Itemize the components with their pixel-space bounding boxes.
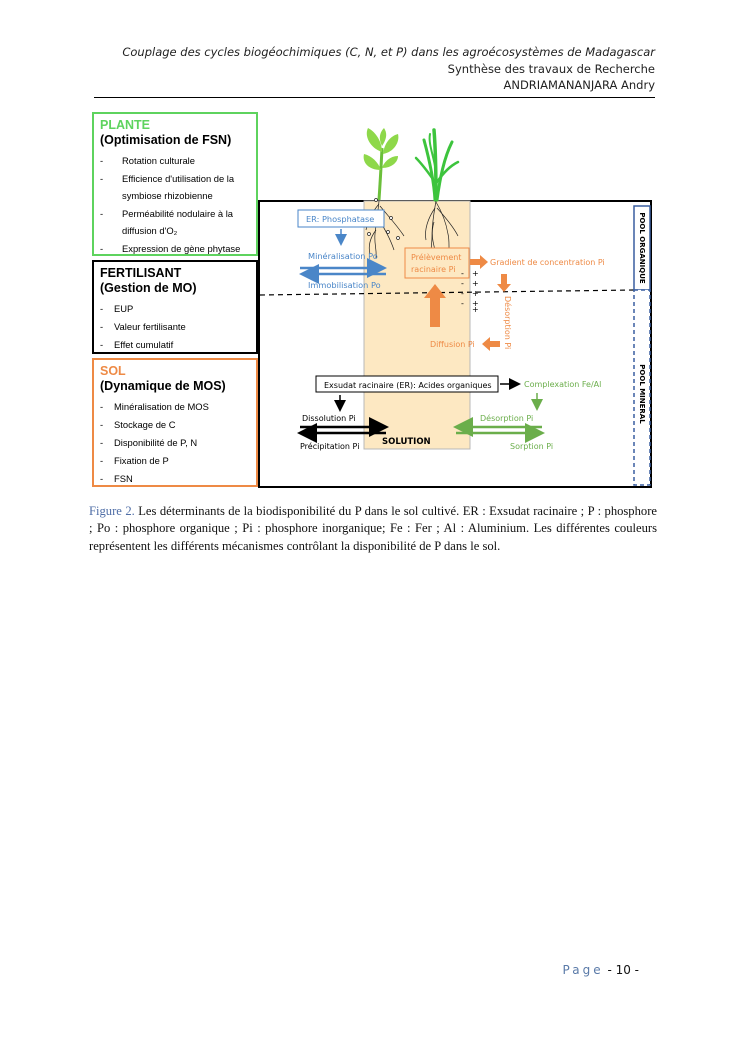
- list-item: -Expression de gène phytase: [100, 242, 241, 254]
- svg-text:+: +: [472, 279, 479, 288]
- diffusion-arrow: [482, 337, 500, 351]
- dissolution-label: Dissolution Pi: [302, 414, 356, 423]
- p-cycle-diagram: POOL ORGANIQUE POOL MINERAL: [258, 128, 652, 488]
- list-item: -Valeur fertilisante: [100, 321, 186, 332]
- running-header: Couplage des cycles biogéochimiques (C, …: [95, 44, 655, 94]
- plante-subtitle: (Optimisation de FSN): [100, 133, 232, 147]
- sol-subtitle: (Dynamique de MOS): [100, 379, 226, 393]
- precipitation-label: Précipitation Pi: [300, 441, 359, 451]
- svg-text:+: +: [472, 289, 479, 298]
- pool-mineral-bar: [633, 289, 651, 486]
- header-author: ANDRIAMANANJARA Andry: [503, 78, 655, 92]
- fertilisant-box: FERTILISANT (Gestion de MO) -EUP -Valeur…: [92, 260, 258, 354]
- pool-mineral-label: POOL MINERAL: [638, 364, 646, 424]
- caption-text: Les déterminants de la biodisponibilité …: [89, 504, 657, 553]
- page-num: - 10 -: [607, 963, 639, 977]
- grass-plant-icon: [414, 128, 460, 202]
- sorption-label: Sorption Pi: [510, 442, 553, 451]
- desorption-label: Désorption Pi: [480, 413, 533, 423]
- root-zone: [363, 200, 471, 450]
- er-phosphatase-box: [297, 209, 385, 228]
- sol-list: -Minéralisation de MOS -Stockage de C -D…: [100, 398, 250, 488]
- header-subtitle: Synthèse des travaux de Recherche: [447, 61, 655, 76]
- charges: - - - - + + + + +: [461, 269, 479, 314]
- desorption-vertical-label: Désorption Pi: [503, 296, 513, 349]
- gradient-arrow: [470, 255, 488, 269]
- mineralisation-po-label: Minéralisation Po: [308, 251, 378, 261]
- sol-box: SOL (Dynamique de MOS) -Minéralisation d…: [92, 358, 258, 487]
- list-item: -Stockage de C: [100, 419, 176, 430]
- plante-box: PLANTE (Optimisation de FSN) -Rotation c…: [92, 112, 258, 256]
- list-item: -EUP: [100, 303, 134, 314]
- list-item: -Efficience d'utilisation de la symbiose…: [100, 172, 235, 202]
- exsudat-label: Exsudat racinaire (ER): Acides organique…: [324, 381, 492, 390]
- fertilisant-list: -EUP -Valeur fertilisante -Effet cumulat…: [100, 300, 250, 354]
- legume-plant-icon: [363, 128, 399, 201]
- list-item: -FSN: [100, 473, 133, 484]
- svg-text:+: +: [472, 299, 479, 308]
- er-phosphatase-label: ER: Phosphatase: [306, 214, 374, 224]
- list-item: -Perméabilité nodulaire à la diffusion d…: [100, 207, 234, 237]
- fertilisant-label: FERTILISANT: [100, 266, 182, 280]
- plante-list: -Rotation culturale -Efficience d'utilis…: [100, 152, 250, 257]
- header-rule: [94, 97, 655, 98]
- plante-label: PLANTE: [100, 118, 150, 132]
- prelevement-label-2: racinaire Pi: [411, 265, 455, 274]
- complexation-label: Complexation Fe/Al: [524, 380, 601, 389]
- prelevement-label-1: Prélèvement: [411, 252, 461, 262]
- figure-caption: Figure 2. Les déterminants de la biodisp…: [89, 503, 657, 555]
- exsudat-box: [315, 375, 499, 393]
- svg-text:+: +: [472, 305, 479, 314]
- uptake-arrow: [424, 284, 446, 327]
- header-title: Couplage des cycles biogéochimiques (C, …: [122, 45, 655, 59]
- svg-text:-: -: [461, 279, 464, 288]
- svg-text:-: -: [461, 269, 464, 278]
- immobilisation-po-label: Immobilisation Po: [308, 280, 381, 290]
- list-item: -Minéralisation de MOS: [100, 401, 209, 412]
- fertilisant-subtitle: (Gestion de MO): [100, 281, 197, 295]
- list-item: -Effet cumulatif: [100, 339, 174, 350]
- sol-label: SOL: [100, 364, 126, 378]
- list-item: -Rotation culturale: [100, 155, 195, 166]
- list-item: -Disponibilité de P, N: [100, 437, 198, 448]
- page-number: Page - 10 -: [563, 963, 639, 977]
- solution-label: SOLUTION: [382, 437, 431, 447]
- page-word: Page: [562, 963, 604, 977]
- figure-label: Figure 2.: [89, 504, 135, 518]
- pool-organique-label: POOL ORGANIQUE: [638, 212, 646, 284]
- svg-text:-: -: [461, 289, 464, 298]
- svg-text:-: -: [461, 299, 464, 308]
- desorption-down-arrow: [497, 274, 511, 292]
- prelevement-box: [404, 247, 470, 279]
- svg-text:+: +: [472, 269, 479, 278]
- diffusion-label: Diffusion Pi: [430, 340, 475, 349]
- list-item: -Fixation de P: [100, 455, 169, 466]
- gradient-label: Gradient de concentration Pi: [490, 258, 605, 267]
